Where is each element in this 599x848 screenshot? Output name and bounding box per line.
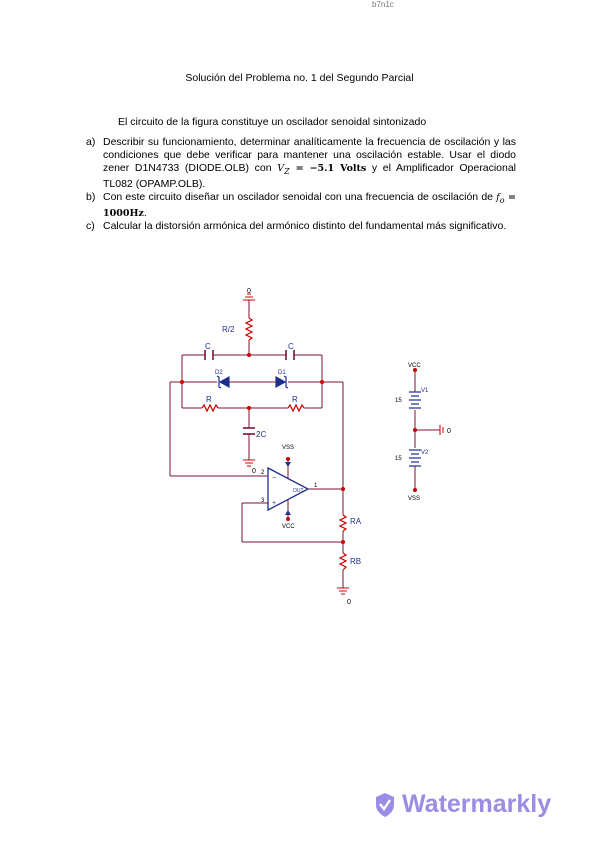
watermark-text: Watermarkly: [402, 790, 552, 818]
ra-label: RA: [350, 517, 362, 526]
cap-left-label: C: [205, 342, 211, 351]
problem-list: a) Describir su funcionamiento, determin…: [86, 136, 516, 233]
cap-right-label: C: [288, 342, 294, 351]
list-item: a) Describir su funcionamiento, determin…: [86, 136, 516, 190]
v1-label: V1: [421, 388, 429, 394]
r-half-label: R/2: [222, 325, 235, 334]
supply-vss-label: VSS: [408, 496, 420, 502]
res-left-label: R: [206, 395, 212, 404]
intro-text: El circuito de la figura constituye un o…: [118, 116, 427, 128]
gnd-mid-label: 0: [252, 468, 256, 475]
v1-value: 15: [395, 398, 402, 404]
pin-3-label: 3: [261, 498, 265, 504]
ground-top-label: 0: [247, 288, 251, 295]
vss-top-label: VSS: [282, 445, 294, 451]
gnd-bottom-label: 0: [347, 599, 351, 606]
out-label: OUT: [293, 488, 304, 494]
shield-icon: [376, 792, 394, 817]
pin-1-label: 1: [314, 483, 318, 489]
res-right-label: R: [292, 395, 298, 404]
rb-label: RB: [350, 557, 361, 566]
header-code: b7n1c: [372, 0, 394, 9]
vcc-bottom-label: VCC: [282, 524, 295, 530]
svg-text:−: −: [272, 475, 276, 482]
page-title: Solución del Problema no. 1 del Segundo …: [185, 72, 414, 84]
cap-2c-label: 2C: [256, 430, 266, 439]
supply-gnd-label: 0: [447, 428, 451, 435]
supply-vcc-label: VCC: [408, 363, 421, 369]
v2-value: 15: [395, 456, 402, 462]
list-item: c) Calcular la distorsión armónica del a…: [86, 219, 507, 232]
watermark: Watermarkly: [374, 790, 551, 819]
diode-left-label: D2: [215, 370, 223, 376]
svg-text:+: +: [272, 500, 276, 507]
diode-right-label: D1: [278, 370, 286, 376]
v2-label: V2: [421, 450, 429, 456]
list-item: b) Con este circuito diseñar un oscilado…: [86, 190, 516, 219]
pin-2-label: 2: [261, 470, 265, 476]
